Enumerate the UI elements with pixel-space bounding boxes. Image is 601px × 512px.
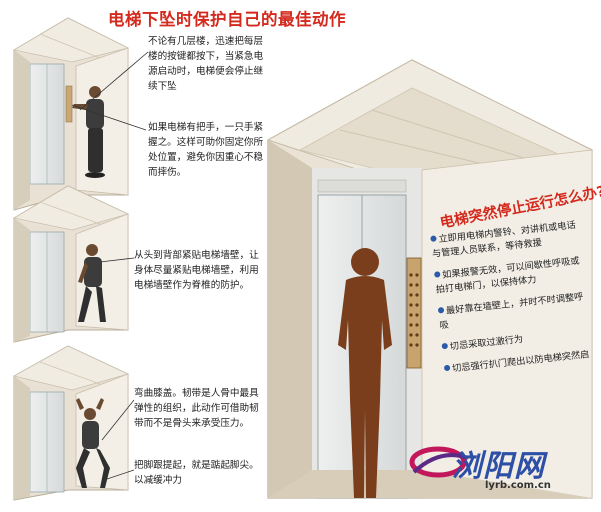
panel-tips: 立即用电梯内警铃、对讲机或电话与管理人员联系，等待救援 如果报警无效，可以间歇性…: [430, 218, 596, 377]
bullet-dot-icon: [441, 342, 449, 350]
elevator-illustration-3: [12, 345, 130, 501]
panel-tip: 如果报警无效，可以间歇性呼吸或拍打电梯门，以保持体力: [433, 255, 581, 296]
page-title: 电梯下坠时保护自己的最佳动作: [108, 10, 346, 29]
person-against-wall: [78, 244, 106, 322]
tip-bend-knees: 弯曲膝盖。韧带是人骨中最具弹性的组织，此动作可借助韧带而不是骨头来承受压力。: [134, 388, 259, 429]
tip-raise-heels: 把脚跟提起，就是踮起脚尖。以减缓冲力: [134, 460, 259, 486]
person-bending-knees: [76, 398, 110, 488]
tip-back-against-wall: 从头到背部紧贴电梯墙壁，让身体尽量紧贴电梯墙壁，利用电梯墙壁作为脊椎的防护。: [134, 250, 259, 291]
pointer-line: [103, 469, 135, 481]
tip-press-all-buttons: 不论有几层楼，迅速把每层楼的按键都按下，当紧急电源启动时，电梯便会停止继续下坠: [148, 36, 264, 92]
bullet-dot-icon: [430, 235, 437, 242]
bullet-dot-icon: [443, 364, 451, 372]
elevator-illustration-1: [12, 17, 130, 211]
pointer-line: [71, 104, 147, 131]
pointer-line: [99, 257, 135, 263]
brand-name: 浏阳网: [452, 449, 545, 484]
bullet-dot-icon: [433, 271, 441, 278]
bullet-dot-icon: [437, 306, 445, 314]
tip-hold-handrail: 如果电梯有把手，一只手紧握之。这样可助你固定你所处位置，避免你因重心不稳而摔伤。: [148, 122, 264, 178]
person-silhouette: [338, 248, 392, 498]
brand-url: lyrb.com.cn: [485, 480, 551, 491]
pointer-line: [79, 51, 149, 111]
panel-tip: 最好靠在墙壁上，并时不时调整呼吸: [437, 291, 584, 332]
elevator-illustration-2: [12, 185, 130, 343]
person-pressing-buttons: [72, 86, 105, 178]
brand-logo-mark: [409, 446, 469, 478]
pointer-line: [101, 399, 135, 441]
